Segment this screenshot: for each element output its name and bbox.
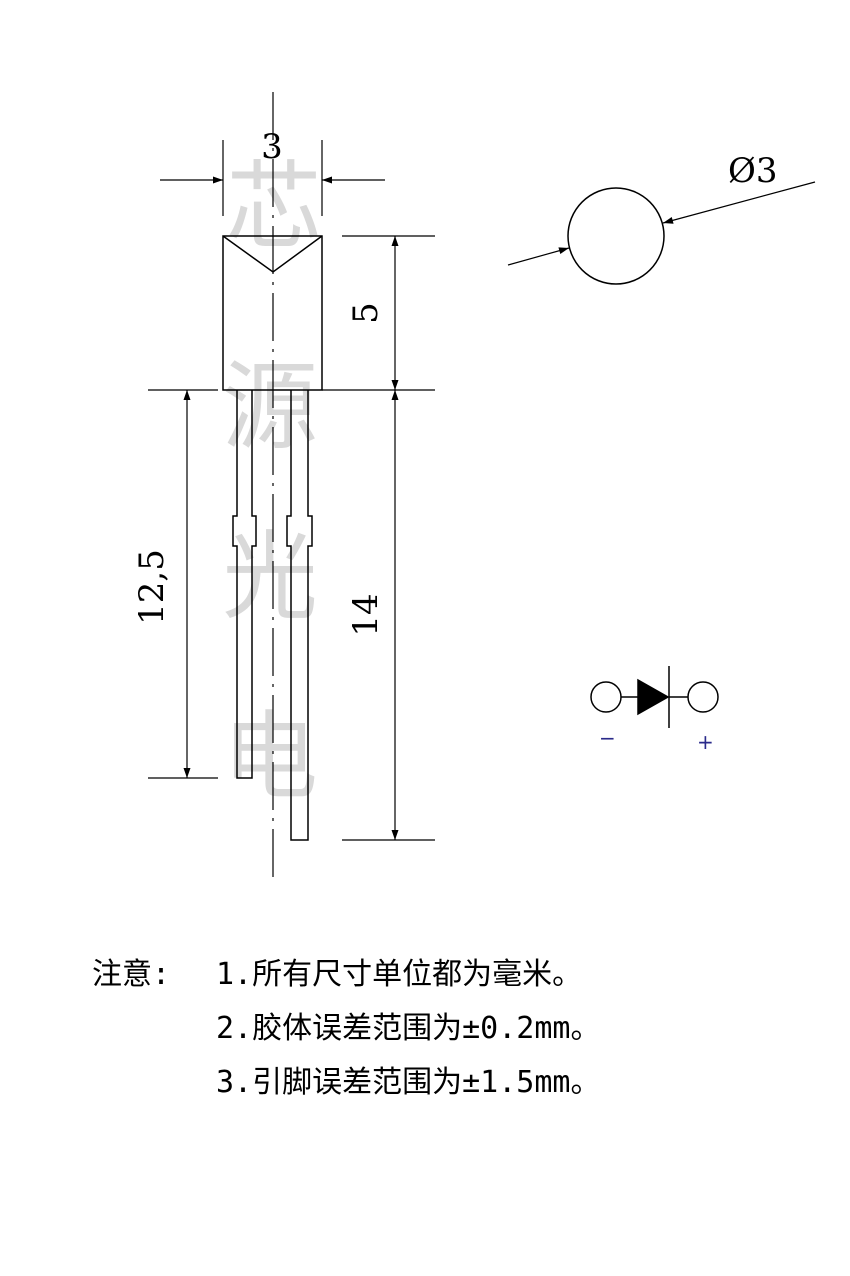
led-dimension-drawing: 芯 源 光 电 3 5 14 [132, 92, 816, 880]
dimension-diameter [507, 181, 816, 266]
led-top-view-circle [567, 187, 665, 285]
polarity-minus-label: − [599, 726, 616, 750]
note-row-3: 3.引脚误差范围为±1.5mm。 [92, 1056, 601, 1110]
dim-label-short-lead: 12,5 [132, 549, 172, 625]
polarity-plus-label: + [697, 730, 714, 754]
dim-label-body-height: 5 [346, 302, 386, 324]
watermark-char-2: 源 [222, 351, 318, 463]
notes-block: 注意: 1.所有尺寸单位都为毫米。 2.胶体误差范围为±0.2mm。 3.引脚误差… [92, 948, 601, 1110]
note-row-1: 注意: 1.所有尺寸单位都为毫米。 [92, 948, 601, 1002]
watermark-char-4: 电 [222, 701, 318, 813]
led-leads [232, 390, 313, 841]
note-item-1: 1.所有尺寸单位都为毫米。 [216, 957, 583, 992]
watermark-char-3: 光 [222, 521, 318, 633]
led-body [222, 235, 323, 391]
dim-label-width: 3 [261, 127, 283, 167]
note-row-2: 2.胶体误差范围为±0.2mm。 [92, 1002, 601, 1056]
dim-label-long-lead: 14 [346, 593, 386, 636]
dimension-width [160, 140, 385, 216]
note-item-2: 2.胶体误差范围为±0.2mm。 [216, 1011, 601, 1046]
watermark: 芯 源 光 电 [222, 151, 322, 813]
dim-label-diameter: Ø3 [728, 151, 778, 191]
watermark-char-1: 芯 [226, 151, 322, 263]
note-item-3: 3.引脚误差范围为±1.5mm。 [216, 1065, 601, 1100]
diode-symbol [590, 666, 719, 728]
notes-label: 注意: [92, 957, 171, 992]
extension-lines [148, 235, 435, 841]
